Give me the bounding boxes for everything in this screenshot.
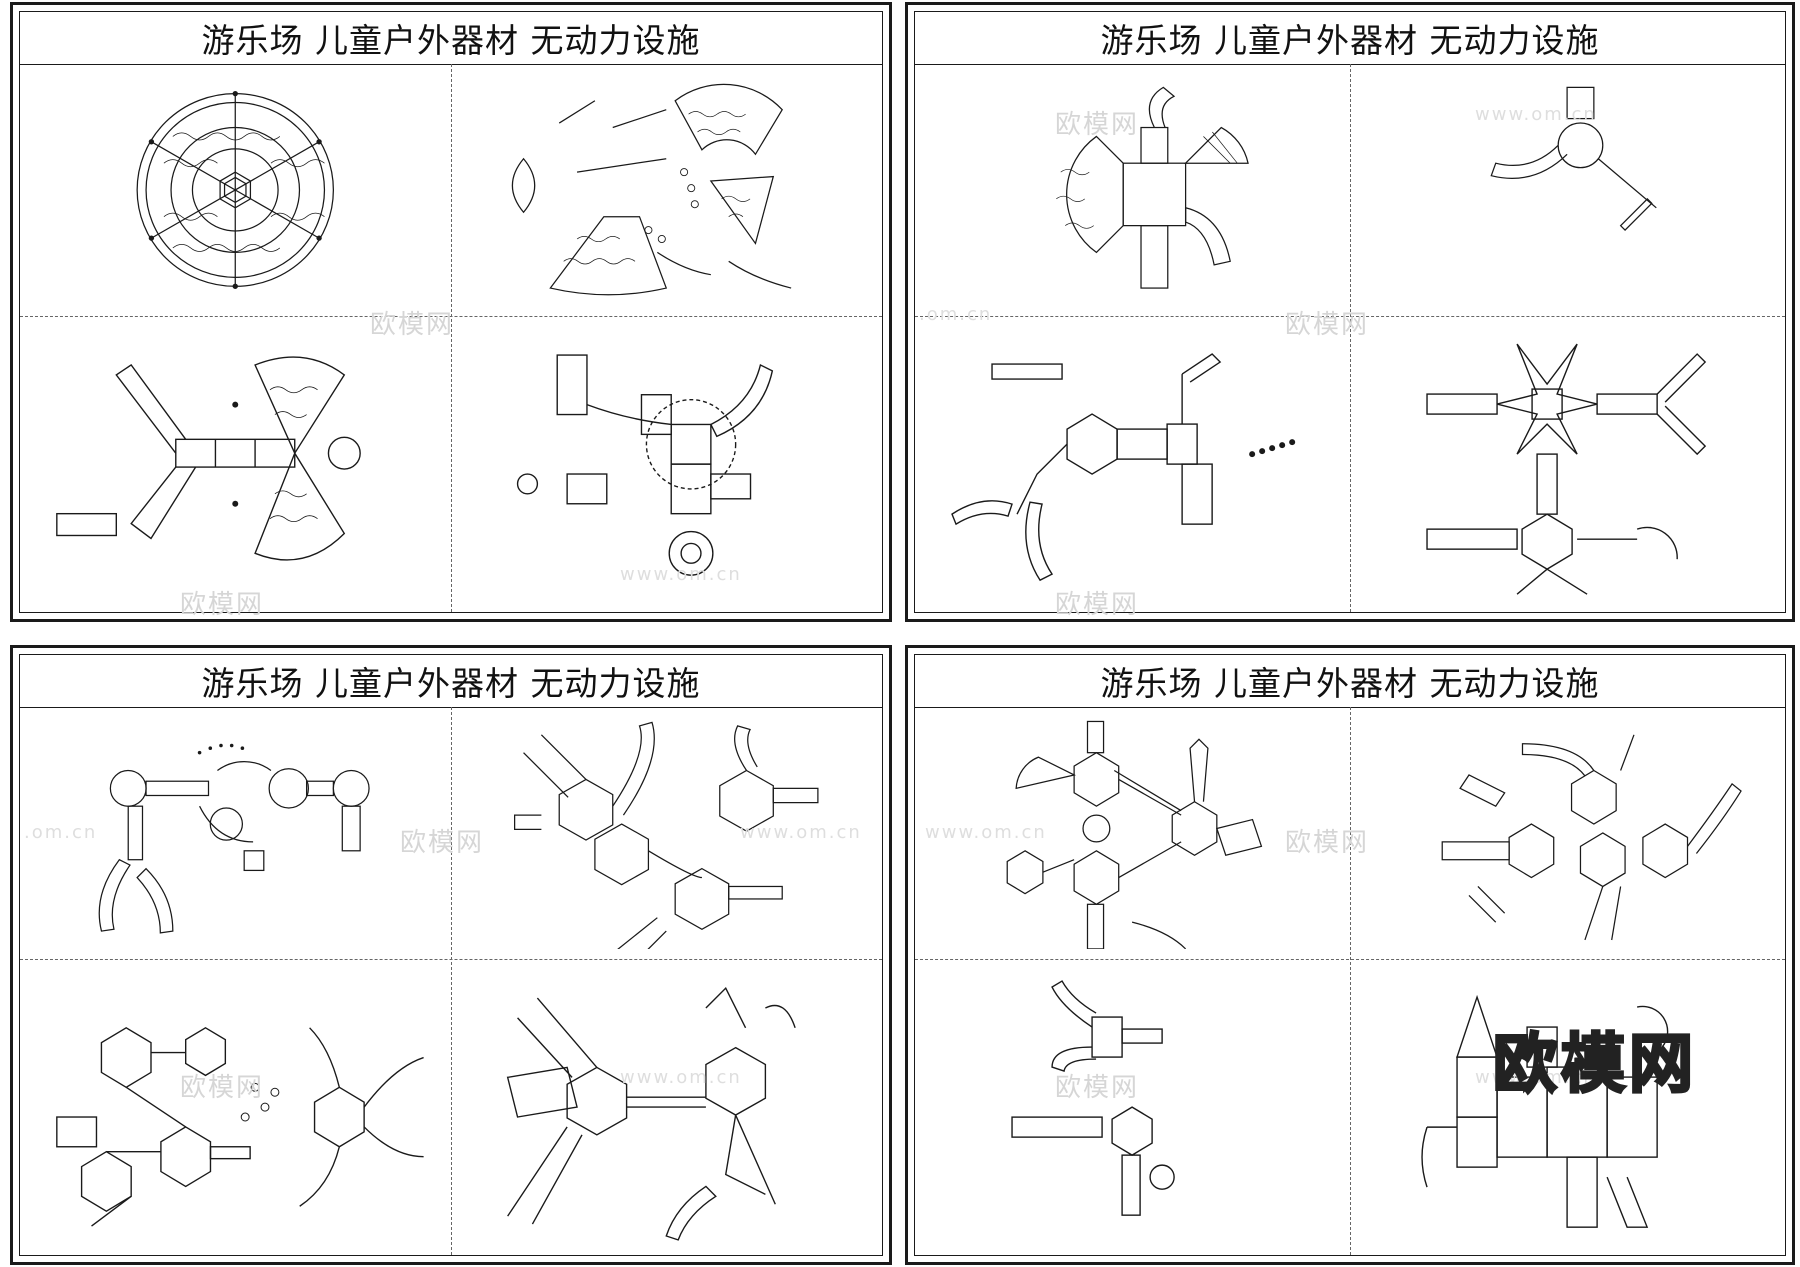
drawing-grid: www.om.cn .om.cn 欧模网 欧模网 欧模网 <box>915 64 1785 620</box>
brand-watermark: 欧模网 <box>1492 1027 1697 1104</box>
hexagon-cluster-plan <box>514 721 819 949</box>
drawing-star-net-tower <box>1350 316 1785 612</box>
drawing-sheet-2: 游乐场 儿童户外器材 无动力设施 <box>905 2 1795 622</box>
horizontal-divider <box>915 959 1785 961</box>
drawing-spiral-slide-tower <box>1350 64 1785 316</box>
drawing-four-hexagon-network <box>1350 707 1785 959</box>
drawing-hexagon-multi-slide <box>915 316 1350 612</box>
tube-slide-hub-plan <box>56 1026 425 1227</box>
vertical-divider <box>1350 64 1351 612</box>
drawing-grid: .om.cn 欧模网 www.om.cn 欧模网 www.om.cn <box>20 707 882 1255</box>
spiral-slide-plan <box>1490 86 1658 232</box>
drawing-circular-net-dome <box>20 64 451 316</box>
vertical-divider <box>451 707 452 1255</box>
small-slide-set-plan <box>1011 979 1176 1216</box>
sheet-title: 游乐场 儿童户外器材 无动力设施 <box>20 12 882 65</box>
drawing-cross-tower <box>451 959 882 1255</box>
sheet-frame: 游乐场 儿童户外器材 无动力设施 <box>914 11 1786 620</box>
sheet-title: 游乐场 儿童户外器材 无动力设施 <box>915 655 1785 708</box>
four-hexagon-plan <box>1442 734 1743 941</box>
drawing-sheet-3: 游乐场 儿童户外器材 无动力设施 <box>10 645 892 1265</box>
horizontal-divider <box>915 316 1785 318</box>
drawing-small-slide-set <box>915 959 1350 1255</box>
drawing-sheet-1: 游乐场 儿童户外器材 无动力设施 <box>10 2 892 622</box>
drawing-grid: 欧模网 www.om.cn 欧模网 <box>20 64 882 620</box>
drawing-triangle-bridge-towers <box>915 707 1350 959</box>
drawing-hexagon-cluster <box>451 707 882 959</box>
castle-tower-plan <box>1421 994 1669 1228</box>
drawing-tube-slide-hub <box>20 959 451 1255</box>
drawing-sheet-4: 游乐场 儿童户外器材 无动力设施 <box>905 645 1795 1265</box>
drawing-bowtie-tower <box>20 316 451 612</box>
bowtie-tower-plan <box>56 356 362 561</box>
sheet-frame: 游乐场 儿童户外器材 无动力设施 <box>19 11 883 620</box>
drawing-net-sectors-with-bridge <box>451 64 882 316</box>
vertical-divider <box>451 64 452 612</box>
drawing-castle-tower <box>1350 959 1785 1255</box>
triangle-bridge-plan <box>1007 720 1263 949</box>
drawing-grid: www.om.cn 欧模网 欧模网 www.om.cn 欧模网 <box>915 707 1785 1255</box>
tower-slides-plan <box>517 354 774 576</box>
horizontal-divider <box>20 316 882 318</box>
vertical-divider <box>1350 707 1351 1255</box>
net-dome-plan <box>136 91 335 290</box>
cross-tower-plan <box>507 986 797 1241</box>
sheet-frame: 游乐场 儿童户外器材 无动力设施 <box>914 654 1786 1256</box>
dome-tower-plan <box>1056 86 1250 289</box>
hexagon-multi-slide-plan <box>951 353 1296 581</box>
horizontal-divider <box>20 959 882 961</box>
round-tower-chain-plan <box>98 743 370 934</box>
sheet-frame: 游乐场 儿童户外器材 无动力设施 <box>19 654 883 1256</box>
net-sectors-plan <box>512 83 792 296</box>
drawing-tower-with-slides <box>451 316 882 612</box>
sheet-title: 游乐场 儿童户外器材 无动力设施 <box>915 12 1785 65</box>
drawing-round-tower-chain <box>20 707 451 959</box>
drawing-dome-tower-complex <box>915 64 1350 316</box>
sheet-title: 游乐场 儿童户外器材 无动力设施 <box>20 655 882 708</box>
star-net-plan <box>1426 343 1707 595</box>
